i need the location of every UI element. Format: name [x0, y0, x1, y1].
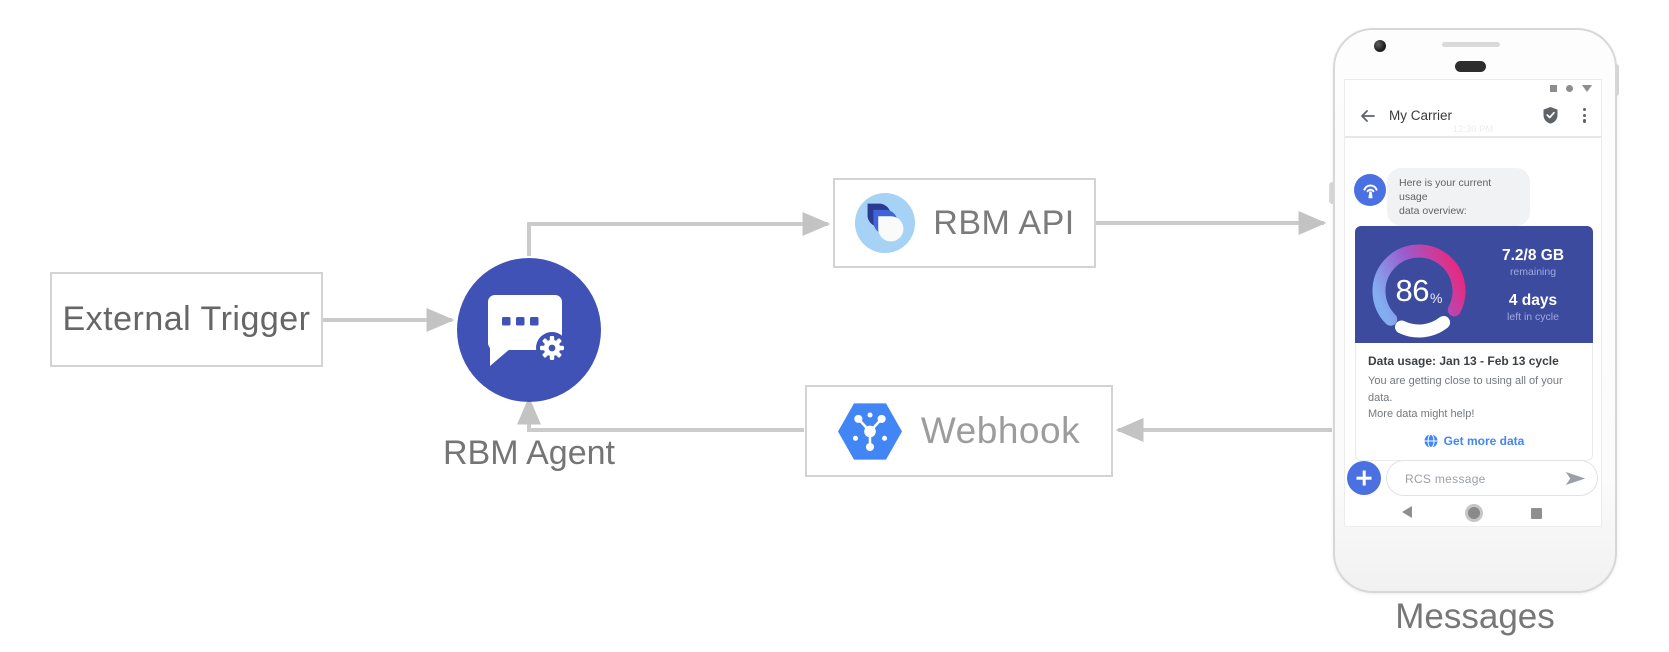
- phone-side-button-left: [1329, 182, 1335, 204]
- composer-field[interactable]: [1386, 460, 1598, 497]
- usage-card-text-panel: Data usage: Jan 13 - Feb 13 cycle You ar…: [1355, 343, 1593, 461]
- android-back-button[interactable]: [1402, 506, 1412, 518]
- phone-screen: My Carrier 12:30 PM Here is your current…: [1344, 79, 1602, 527]
- usage-rich-card: 86 % 7.2/8 GB remaining 4 days left in c…: [1355, 226, 1593, 461]
- phone-earpiece: [1455, 61, 1486, 72]
- external-trigger-node: External Trigger: [50, 272, 323, 367]
- usage-stats: 7.2/8 GB remaining 4 days left in cycle: [1477, 226, 1589, 343]
- chat-timestamp: 12:30 PM: [1452, 124, 1494, 135]
- messages-app-label: Messages: [1395, 597, 1555, 636]
- usage-card-body-line: More data might help!: [1368, 408, 1475, 420]
- agent-message-line: data overview:: [1399, 205, 1467, 217]
- webhook-hexagon-icon: [837, 402, 902, 460]
- usage-card-title: Data usage: Jan 13 - Feb 13 cycle: [1368, 354, 1559, 368]
- webhook-node: Webhook: [805, 385, 1113, 477]
- data-remaining-caption: remaining: [1509, 265, 1557, 278]
- chat-bubble-gear-icon: [488, 295, 568, 366]
- antenna-icon: [1362, 184, 1378, 198]
- android-home-button[interactable]: [1465, 504, 1483, 522]
- get-more-data-button[interactable]: Get more data: [1368, 433, 1580, 448]
- header-divider: [1345, 136, 1601, 138]
- composer-plus-button[interactable]: [1347, 461, 1381, 495]
- verified-shield-icon: [1543, 107, 1558, 129]
- phone-mockup: My Carrier 12:30 PM Here is your current…: [1333, 28, 1617, 593]
- get-more-data-label: Get more data: [1443, 433, 1525, 448]
- usage-card-body-line: You are getting close to using all of yo…: [1368, 375, 1563, 404]
- rbm-api-label: RBM API: [933, 203, 1075, 242]
- agent-message-line: Here is your current usage: [1399, 177, 1492, 203]
- webhook-label: Webhook: [920, 410, 1081, 451]
- data-remaining-value: 7.2/8 GB: [1501, 246, 1565, 264]
- phone-camera: [1374, 40, 1386, 52]
- status-dot-icon: [1566, 85, 1573, 92]
- rbm-api-logo-icon: [855, 192, 916, 254]
- agent-message-bubble: Here is your current usage data overview…: [1387, 168, 1530, 226]
- usage-gauge: 86 %: [1367, 239, 1471, 343]
- send-icon[interactable]: [1565, 471, 1586, 491]
- arrow-agent-to-api: [527, 212, 831, 256]
- rcs-message-input[interactable]: [1403, 461, 1557, 497]
- conversation-title: My Carrier: [1389, 108, 1452, 123]
- rbm-agent-label: RBM Agent: [443, 434, 615, 472]
- external-trigger-label: External Trigger: [62, 300, 311, 338]
- rbm-agent-node: [457, 258, 601, 402]
- usage-percent: 86: [1395, 273, 1430, 308]
- android-recents-button[interactable]: [1531, 508, 1542, 519]
- globe-icon: [1424, 433, 1438, 448]
- arrow-webhook-to-agent: [517, 396, 804, 432]
- status-triangle-icon: [1582, 85, 1592, 92]
- days-left-value: 4 days: [1508, 291, 1558, 309]
- overflow-menu-icon[interactable]: [1583, 108, 1587, 123]
- agent-avatar: [1354, 174, 1386, 206]
- phone-speaker-slit: [1442, 42, 1500, 47]
- rbm-api-node: RBM API: [833, 178, 1096, 268]
- usage-card-gauge-panel: 86 % 7.2/8 GB remaining 4 days left in c…: [1355, 226, 1593, 343]
- status-bar-icons: [1550, 85, 1592, 92]
- status-square-icon: [1550, 85, 1557, 92]
- back-arrow-icon[interactable]: [1359, 108, 1375, 129]
- usage-percent-unit: %: [1430, 289, 1443, 306]
- days-left-caption: left in cycle: [1507, 310, 1559, 323]
